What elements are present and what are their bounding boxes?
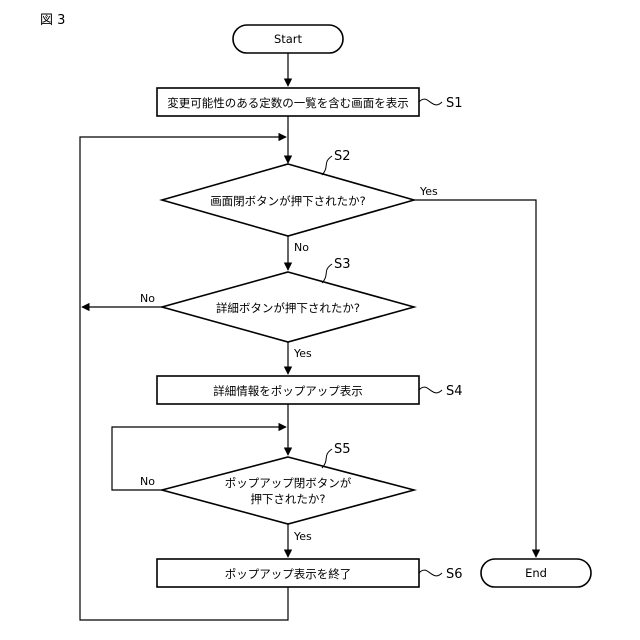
figure-label: 図 3 (40, 13, 65, 28)
s3-yes-label: Yes (293, 347, 312, 360)
s5-yes-label: Yes (293, 530, 312, 543)
s2-decision-text: 画面閉ボタンが押下されたか? (210, 194, 366, 208)
s3-leader (322, 264, 332, 283)
s1-process-text: 変更可能性のある定数の一覧を含む画面を表示 (167, 96, 409, 110)
s2-step-label: S2 (334, 149, 351, 164)
s2-no-label: No (294, 241, 309, 254)
s5-leader (322, 449, 332, 468)
s3-step-label: S3 (334, 257, 351, 272)
s4-process-text: 詳細情報をポップアップ表示 (213, 384, 363, 398)
s2-yes-label: Yes (419, 185, 438, 198)
s3-decision-text: 詳細ボタンが押下されたか? (216, 301, 360, 315)
s2-leader (322, 156, 332, 175)
s4-step-label: S4 (446, 384, 463, 399)
edge-s2-yes-end (414, 200, 536, 557)
s3-no-label: No (140, 292, 155, 305)
end-label: End (525, 566, 547, 580)
s1-step-label: S1 (446, 96, 463, 111)
s5-decision-diamond (162, 457, 414, 524)
s6-leader (419, 570, 442, 576)
start-label: Start (274, 32, 303, 46)
s5-step-label: S5 (334, 442, 351, 457)
s5-decision-text-line1: ポップアップ閉ボタンが (225, 476, 352, 490)
s1-leader (419, 99, 442, 105)
s5-decision-text-line2: 押下されたか? (250, 492, 325, 506)
s6-step-label: S6 (446, 567, 463, 582)
s5-no-label: No (140, 475, 155, 488)
s6-process-text: ポップアップ表示を終了 (225, 567, 352, 581)
s4-leader (419, 387, 442, 393)
